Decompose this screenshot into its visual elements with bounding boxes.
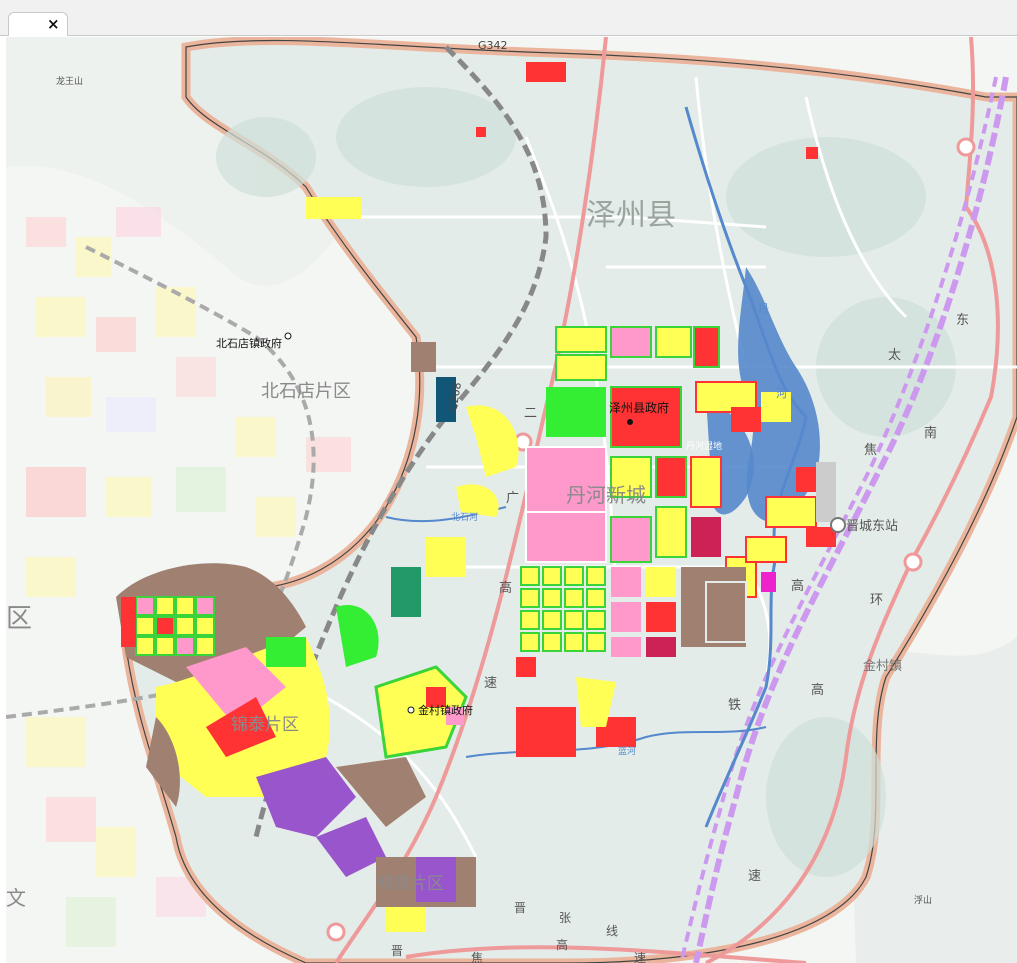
label-jintai-area: 锦泰片区	[231, 715, 299, 735]
label-river-danhe: 河	[776, 387, 787, 400]
ring-char: 东	[956, 313, 969, 328]
terrain-shading	[216, 87, 956, 877]
jintai-area-blocks	[116, 563, 476, 932]
label-jincun-gov: 金村镇政府	[418, 703, 473, 717]
map-labels: 泽州县 丹河新城 泽州县政府 丹河湿地 北石店镇政府 北石店片区 北石河 锦泰片…	[6, 39, 969, 963]
label-jincun-town: 金村镇	[863, 658, 902, 674]
gov-zezhou-marker	[627, 419, 633, 425]
jinzhang-char: 晋	[514, 901, 526, 915]
label-station: 晋城东站	[846, 519, 898, 534]
ring-char: 速	[748, 869, 761, 884]
label-road-g208: G208	[446, 381, 464, 412]
label-gov-zezhou: 泽州县政府	[609, 400, 669, 415]
rail-char: 铁	[728, 698, 741, 713]
label-river-beishi: 北石河	[451, 511, 478, 523]
bottom-char: 焦	[471, 951, 483, 963]
bottom-char: 高	[556, 937, 568, 952]
rail-char: 太	[888, 348, 901, 363]
label-mountain-fu: 浮山	[914, 894, 932, 906]
rail-char: 高	[791, 578, 804, 594]
label-wetland: 丹河湿地	[686, 440, 722, 452]
expressway-char: 速	[484, 676, 497, 691]
label-left-edge: 区	[6, 604, 32, 634]
jincun-gov-marker	[407, 706, 415, 714]
station-area-blocks	[731, 392, 836, 563]
bottom-char: 晋	[391, 944, 403, 958]
label-bottom-left: 文	[6, 886, 26, 910]
label-mountain-longwang: 龙王山	[56, 75, 83, 87]
label-road-g342: G342	[478, 39, 508, 52]
bottom-char: 速	[634, 951, 646, 963]
expressway-char: 二	[524, 406, 537, 421]
ring-char: 高	[811, 682, 824, 698]
planning-map: 泽州县 丹河新城 泽州县政府 丹河湿地 北石店镇政府 北石店片区 北石河 锦泰片…	[6, 37, 1017, 963]
label-new-city: 丹河新城	[566, 483, 646, 507]
tab-bar: ×	[0, 0, 1017, 36]
browser-tab[interactable]: ×	[8, 12, 68, 36]
map-viewport[interactable]: 泽州县 丹河新城 泽州县政府 丹河湿地 北石店镇政府 北石店片区 北石河 锦泰片…	[6, 37, 1017, 963]
rail-char: 焦	[864, 443, 877, 458]
label-liuquan-area: 柳泉片区	[376, 874, 444, 894]
label-river-south: 蓝河	[618, 745, 636, 757]
district-boundary-line	[125, 39, 1017, 963]
jinzhang-char: 线	[606, 924, 618, 938]
beishidian-gov-marker	[284, 332, 292, 340]
close-icon[interactable]: ×	[47, 15, 60, 33]
label-beishidian-area: 北石店片区	[261, 381, 351, 402]
expressway-char: 高	[499, 580, 512, 596]
label-river-danhe-2: 丹	[758, 302, 769, 315]
terrain-se	[846, 637, 1017, 963]
label-beishidian-gov: 北石店镇政府	[216, 336, 282, 350]
ring-char: 南	[924, 425, 937, 441]
left-city-blocks	[26, 207, 351, 947]
ring-char: 环	[870, 593, 883, 608]
jinzhang-char: 张	[559, 911, 571, 925]
label-county: 泽州县	[586, 198, 676, 233]
station-icon	[830, 517, 846, 533]
middle-blocks	[306, 62, 818, 757]
expressway-char: 广	[506, 491, 519, 506]
